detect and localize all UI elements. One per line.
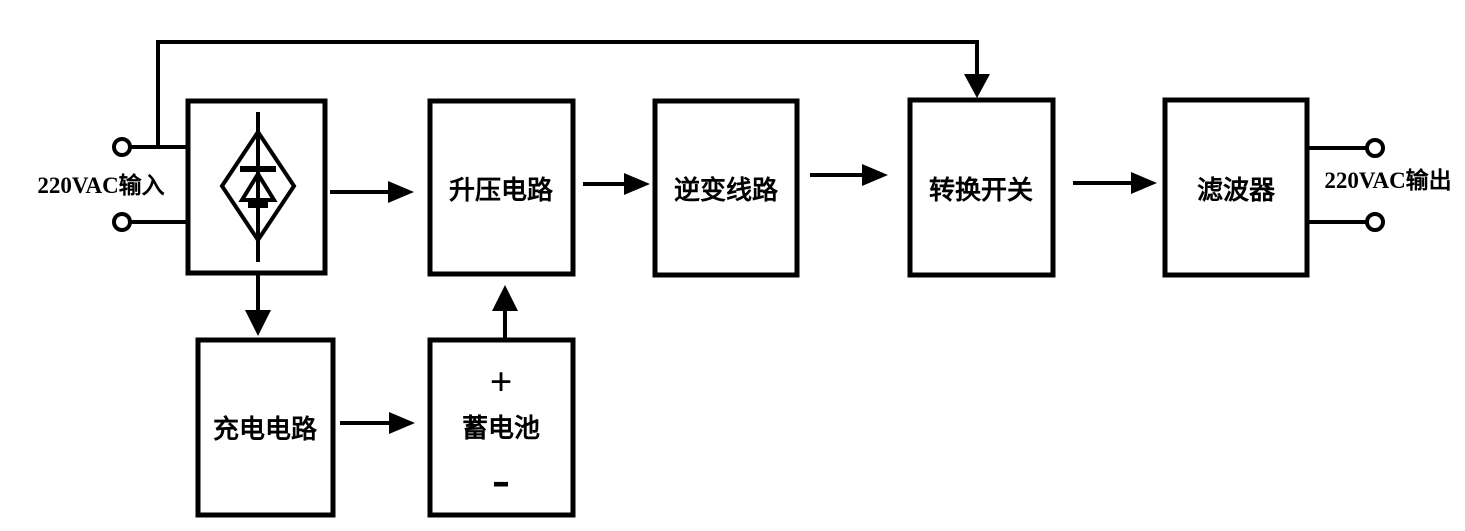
charger-circuit-block [195, 337, 336, 518]
output-label: 220VAC输出 [1324, 167, 1451, 193]
bypass-line [156, 40, 979, 147]
input-terminal-top [112, 137, 132, 157]
battery-minus-label: - [492, 449, 510, 509]
output-terminal-top [1365, 138, 1385, 158]
boost-circuit-block [427, 98, 576, 277]
arrowhead-rectifier-to-boost-icon [388, 181, 414, 203]
inverter-circuit-label: 逆变线路 [674, 175, 779, 205]
boost-circuit-label: 升压电路 [449, 175, 554, 205]
arrowhead-charger-to-battery-icon [389, 412, 415, 434]
charger-circuit-label: 充电电路 [213, 414, 318, 444]
battery-label: 蓄电池 [462, 414, 540, 443]
transfer-switch-label: 转换开关 [929, 176, 1033, 205]
arrowhead-transfer-to-filter-icon [1131, 172, 1157, 194]
arrowhead-rectifier-to-charger-icon [245, 310, 271, 336]
arrowhead-boost-to-inverter-icon [624, 173, 650, 195]
bypass-arrowhead-icon [964, 74, 990, 98]
bridge-rectifier-diode-icon [219, 112, 297, 262]
inverter-circuit-block [652, 98, 800, 278]
filter-block [1162, 97, 1310, 278]
arrowhead-battery-to-boost-icon [492, 285, 518, 311]
arrowhead-inverter-to-transfer-icon [862, 164, 888, 186]
input-terminal-bottom [112, 212, 132, 232]
filter-label: 滤波器 [1197, 176, 1276, 205]
battery-plus-label: + [490, 359, 513, 404]
battery-block [427, 337, 576, 518]
output-terminal-bottom [1365, 212, 1385, 232]
transfer-switch-block [907, 97, 1056, 278]
input-label: 220VAC输入 [37, 172, 164, 198]
